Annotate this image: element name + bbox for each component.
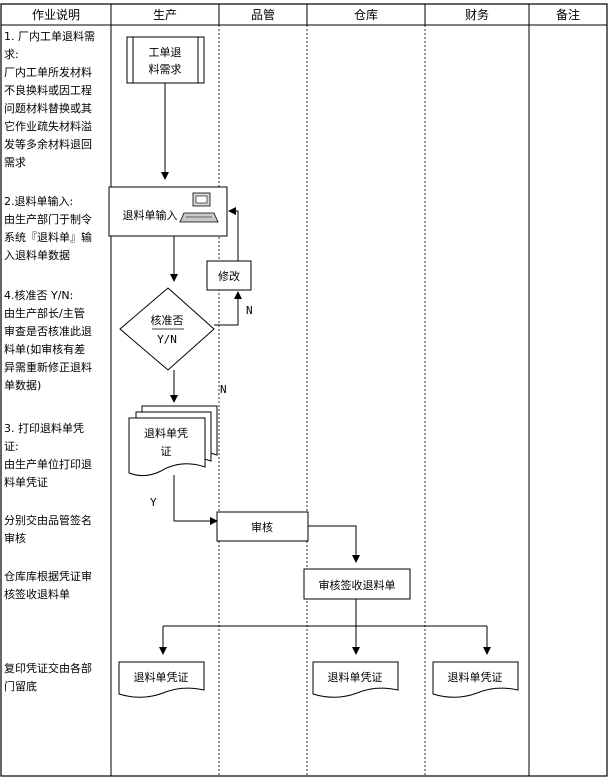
node-copy-production: 退料单凭证 xyxy=(118,661,205,698)
header-warehouse: 仓库 xyxy=(354,7,378,22)
node-warehouse-sign: 审核签收退料单 xyxy=(303,568,411,600)
header-instructions: 作业说明 xyxy=(32,7,80,22)
edge-label-n-modify: N xyxy=(246,304,253,317)
print-label-2: 证 xyxy=(161,445,172,458)
qc-review-label: 审核 xyxy=(251,520,273,534)
warehouse-sign-label: 审核签收退料单 xyxy=(319,578,396,592)
edge-modify-to-input xyxy=(228,207,239,261)
demand-label-2: 料需求 xyxy=(149,62,182,76)
print-label-1: 退料单凭 xyxy=(144,426,188,440)
node-return-form-input: 退料单输入 xyxy=(108,186,228,237)
note-step3-print: 3. 打印退料单凭 证: 由生产单位打印退 料单凭证 xyxy=(4,422,92,489)
computer-icon xyxy=(179,192,219,223)
edge-print-to-qc xyxy=(173,475,218,525)
edge-decision-no-to-modify xyxy=(214,291,242,326)
node-print-return-voucher: 退料单凭 证 xyxy=(128,405,218,477)
swimlane-table xyxy=(0,3,608,777)
input-label: 退料单输入 xyxy=(123,208,178,222)
node-copy-warehouse: 退料单凭证 xyxy=(312,661,399,698)
note-warehouse-sign: 仓库库根据凭证审 核签收退料单 xyxy=(4,570,92,601)
node-approve-decision: 核准否 Y/N xyxy=(119,287,215,371)
copy-warehouse-label: 退料单凭证 xyxy=(328,670,383,684)
note-step2-input: 2.退料单输入: 由生产部门于制令 系统『退料单』输 入退料单数据 xyxy=(4,195,92,262)
decision-label-top: 核准否 xyxy=(151,313,184,327)
decision-label-bottom: Y/N xyxy=(157,333,177,346)
header-quality: 品管 xyxy=(251,7,275,22)
copy-production-label: 退料单凭证 xyxy=(134,670,189,684)
note-copy-distribute: 复印凭证交由各部 门留底 xyxy=(4,662,92,693)
note-step4-approve: 4.核准否 Y/N: 由生产部长/主管 审查是否核准此退 料单(如审核有差 异需… xyxy=(4,289,92,392)
modify-label: 修改 xyxy=(218,269,240,283)
header-remarks: 备注 xyxy=(556,7,580,22)
copy-finance-label: 退料单凭证 xyxy=(448,670,503,684)
demand-label-1: 工单退 xyxy=(149,46,182,59)
edge-qc-to-warehouse xyxy=(308,525,360,563)
edge-label-y: Y xyxy=(150,496,157,509)
note-step1-demand: 1. 厂内工单退料需 求: 厂内工单所发材料 不良换料或因工程 问题材料替换或其… xyxy=(4,30,95,169)
node-copy-finance: 退料单凭证 xyxy=(432,661,519,698)
header-production: 生产 xyxy=(153,8,177,22)
header-finance: 财务 xyxy=(465,7,489,22)
node-qc-review: 审核 xyxy=(216,511,309,542)
node-modify: 修改 xyxy=(206,260,252,291)
node-material-return-demand: 工单退 料需求 xyxy=(126,36,205,84)
edge-label-n-down: N xyxy=(220,383,227,396)
note-qc-sign: 分别交由品管签名 审核 xyxy=(4,514,92,545)
